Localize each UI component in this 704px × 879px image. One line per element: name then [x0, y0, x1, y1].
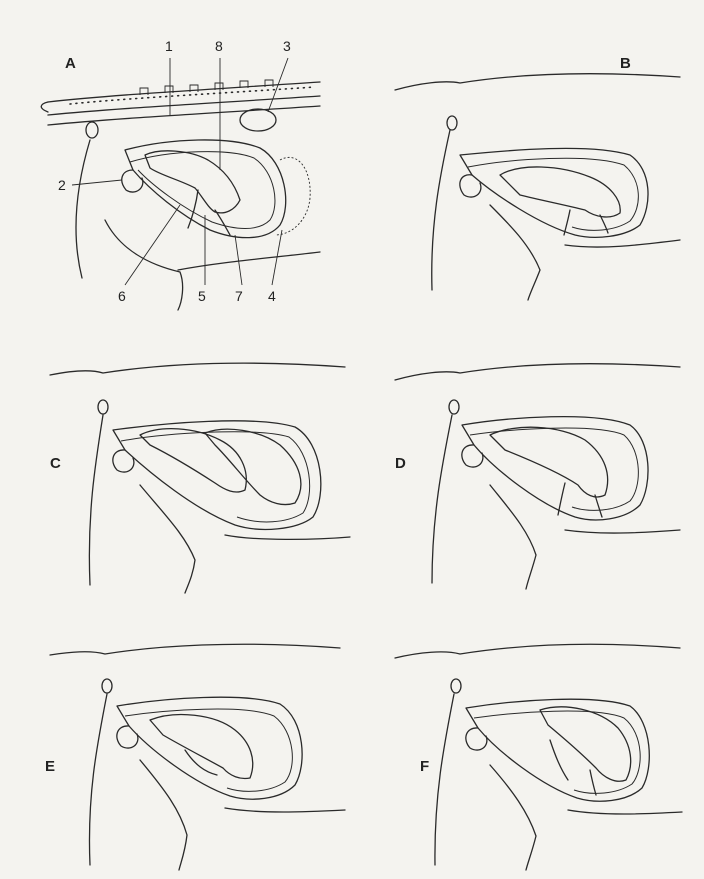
panel-c: C — [45, 345, 365, 595]
panel-c-label: C — [50, 455, 61, 472]
panel-a: A 1 8 3 2 6 5 7 4 — [30, 20, 350, 320]
panel-a-label: A — [65, 55, 76, 72]
callout-8: 8 — [215, 38, 223, 54]
panel-f-drawing — [390, 630, 690, 875]
callout-3: 3 — [283, 38, 291, 54]
callout-7: 7 — [235, 288, 243, 304]
callout-5: 5 — [198, 288, 206, 304]
panel-d: D — [390, 345, 690, 595]
panel-b-drawing — [390, 55, 690, 305]
panel-f: F — [390, 630, 690, 875]
callout-2: 2 — [58, 177, 66, 193]
callout-4: 4 — [268, 288, 276, 304]
panel-d-drawing — [390, 345, 690, 595]
panel-b: B — [390, 55, 690, 305]
panel-e-label: E — [45, 758, 55, 775]
callout-6: 6 — [118, 288, 126, 304]
panel-d-label: D — [395, 455, 406, 472]
panel-e-drawing — [45, 630, 355, 875]
panel-c-drawing — [45, 345, 365, 595]
panel-a-drawing — [30, 20, 350, 320]
callout-1: 1 — [165, 38, 173, 54]
panel-e: E — [45, 630, 355, 875]
panel-f-label: F — [420, 758, 429, 775]
panel-b-label: B — [620, 55, 631, 72]
